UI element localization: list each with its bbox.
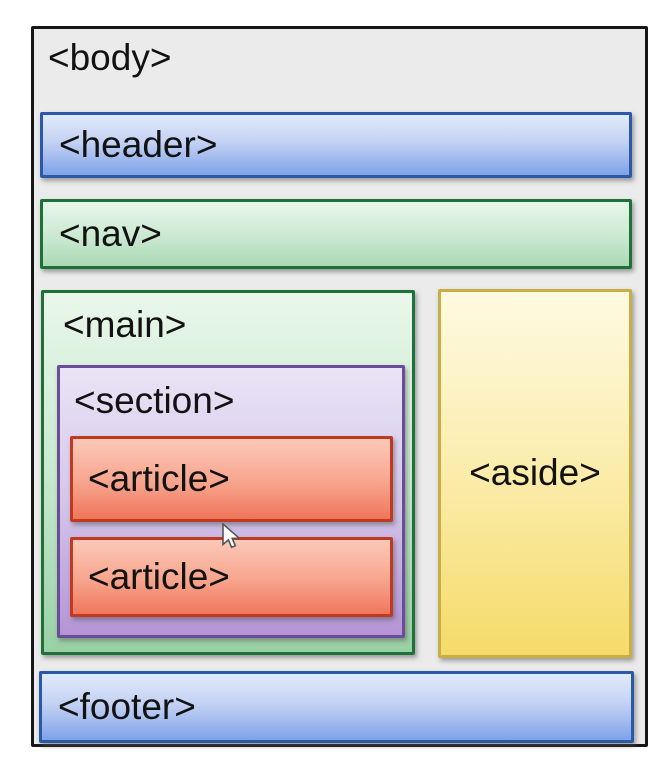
- body-element-box: <body> <header> <nav> <main> <section> <…: [31, 26, 648, 747]
- article-label-1: <article>: [88, 457, 230, 499]
- nav-label: <nav>: [59, 212, 162, 254]
- header-element-box: <header>: [40, 112, 632, 178]
- body-label: <body>: [48, 37, 172, 78]
- section-label: <section>: [74, 380, 235, 421]
- article-element-box-2: <article>: [70, 537, 393, 617]
- header-label: <header>: [59, 123, 218, 165]
- main-label: <main>: [63, 304, 187, 345]
- article-label-2: <article>: [88, 555, 230, 597]
- article-element-box-1: <article>: [70, 436, 393, 522]
- footer-label: <footer>: [58, 685, 196, 727]
- aside-element-box: <aside>: [438, 289, 632, 658]
- section-element-box: <section> <article> <article>: [57, 365, 405, 638]
- nav-element-box: <nav>: [40, 199, 632, 269]
- footer-element-box: <footer>: [39, 671, 634, 743]
- main-element-box: <main> <section> <article> <article>: [41, 290, 415, 655]
- aside-label: <aside>: [469, 452, 601, 494]
